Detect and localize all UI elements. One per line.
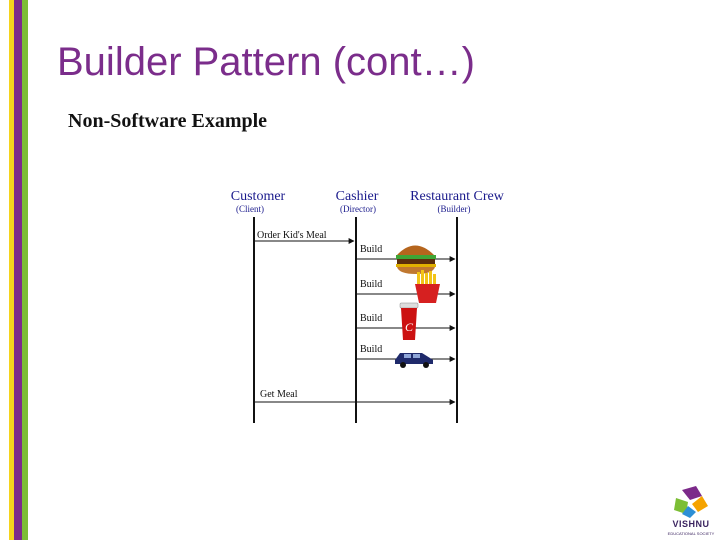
slide-title: Builder Pattern (cont…) (57, 40, 475, 84)
message-label-build-3: Build (360, 313, 382, 324)
message-label-build-4: Build (360, 344, 382, 355)
drink-icon: C (399, 302, 419, 340)
message-label-build-2: Build (360, 279, 382, 290)
actor-customer-name: Customer (231, 189, 286, 204)
left-stripe-purple (14, 0, 22, 540)
slide-subtitle: Non-Software Example (68, 110, 268, 132)
left-stripe-yellow (9, 0, 14, 540)
actor-cashier-role: (Director) (340, 204, 376, 214)
logo-tagline: EDUCATIONAL SOCIETY (667, 531, 715, 536)
actor-crew-name: Restaurant Crew (410, 189, 505, 204)
message-label-order: Order Kid's Meal (257, 230, 327, 241)
actor-cashier-name: Cashier (336, 189, 379, 204)
fries-icon (415, 270, 440, 303)
vishnu-logo-icon (674, 486, 708, 518)
logo-name: VISHNU (672, 519, 710, 529)
message-label-get-meal: Get Meal (260, 389, 298, 400)
burger-icon (396, 245, 436, 274)
actor-crew-role: (Builder) (438, 204, 471, 214)
message-label-build-1: Build (360, 244, 382, 255)
toy-car-icon (395, 353, 433, 368)
svg-text:C: C (405, 320, 414, 334)
actor-customer-role: (Client) (236, 204, 264, 214)
left-stripe-green (22, 0, 28, 540)
